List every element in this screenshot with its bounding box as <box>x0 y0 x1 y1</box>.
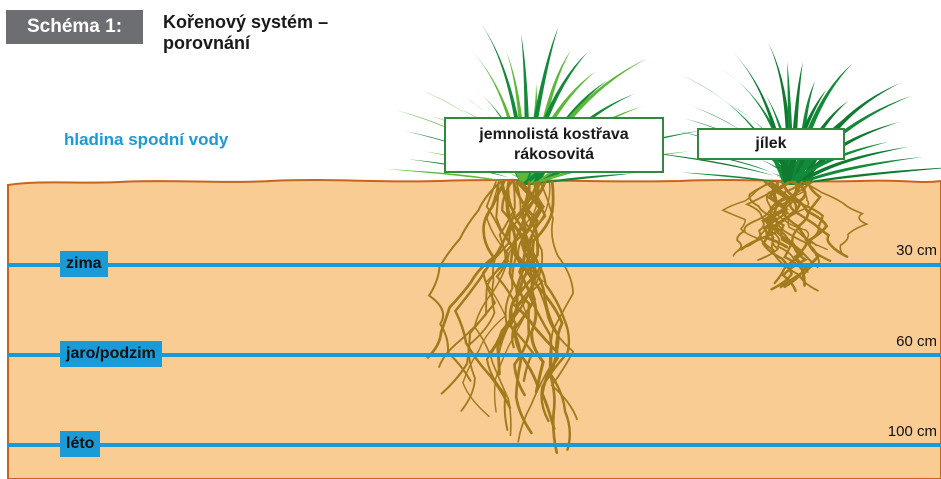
depth-label-30: 30 cm <box>896 242 937 259</box>
schema-badge: Schéma 1: <box>6 10 143 44</box>
grass-blade <box>732 51 790 185</box>
groundwater-label: hladina spodní vody <box>64 130 228 150</box>
fescue-label-line-1: jemnolistá kostřava <box>446 125 662 145</box>
depth-label-60: 60 cm <box>896 333 937 350</box>
fescue-label-line-2: rákosovitá <box>446 145 662 165</box>
diagram-title: Kořenový systém – porovnání <box>163 12 328 54</box>
ryegrass-label: jílek <box>697 128 845 160</box>
season-label-summer: léto <box>60 431 100 457</box>
season-label-spring-autumn: jaro/podzim <box>60 341 162 367</box>
depth-label-100: 100 cm <box>888 423 937 440</box>
fescue-label: jemnolistá kostřava rákosovitá <box>444 117 664 173</box>
title-line-1: Kořenový systém – <box>163 12 328 33</box>
title-line-2: porovnání <box>163 33 328 54</box>
season-label-winter: zima <box>60 251 108 277</box>
ryegrass-grass-blades <box>646 41 941 185</box>
